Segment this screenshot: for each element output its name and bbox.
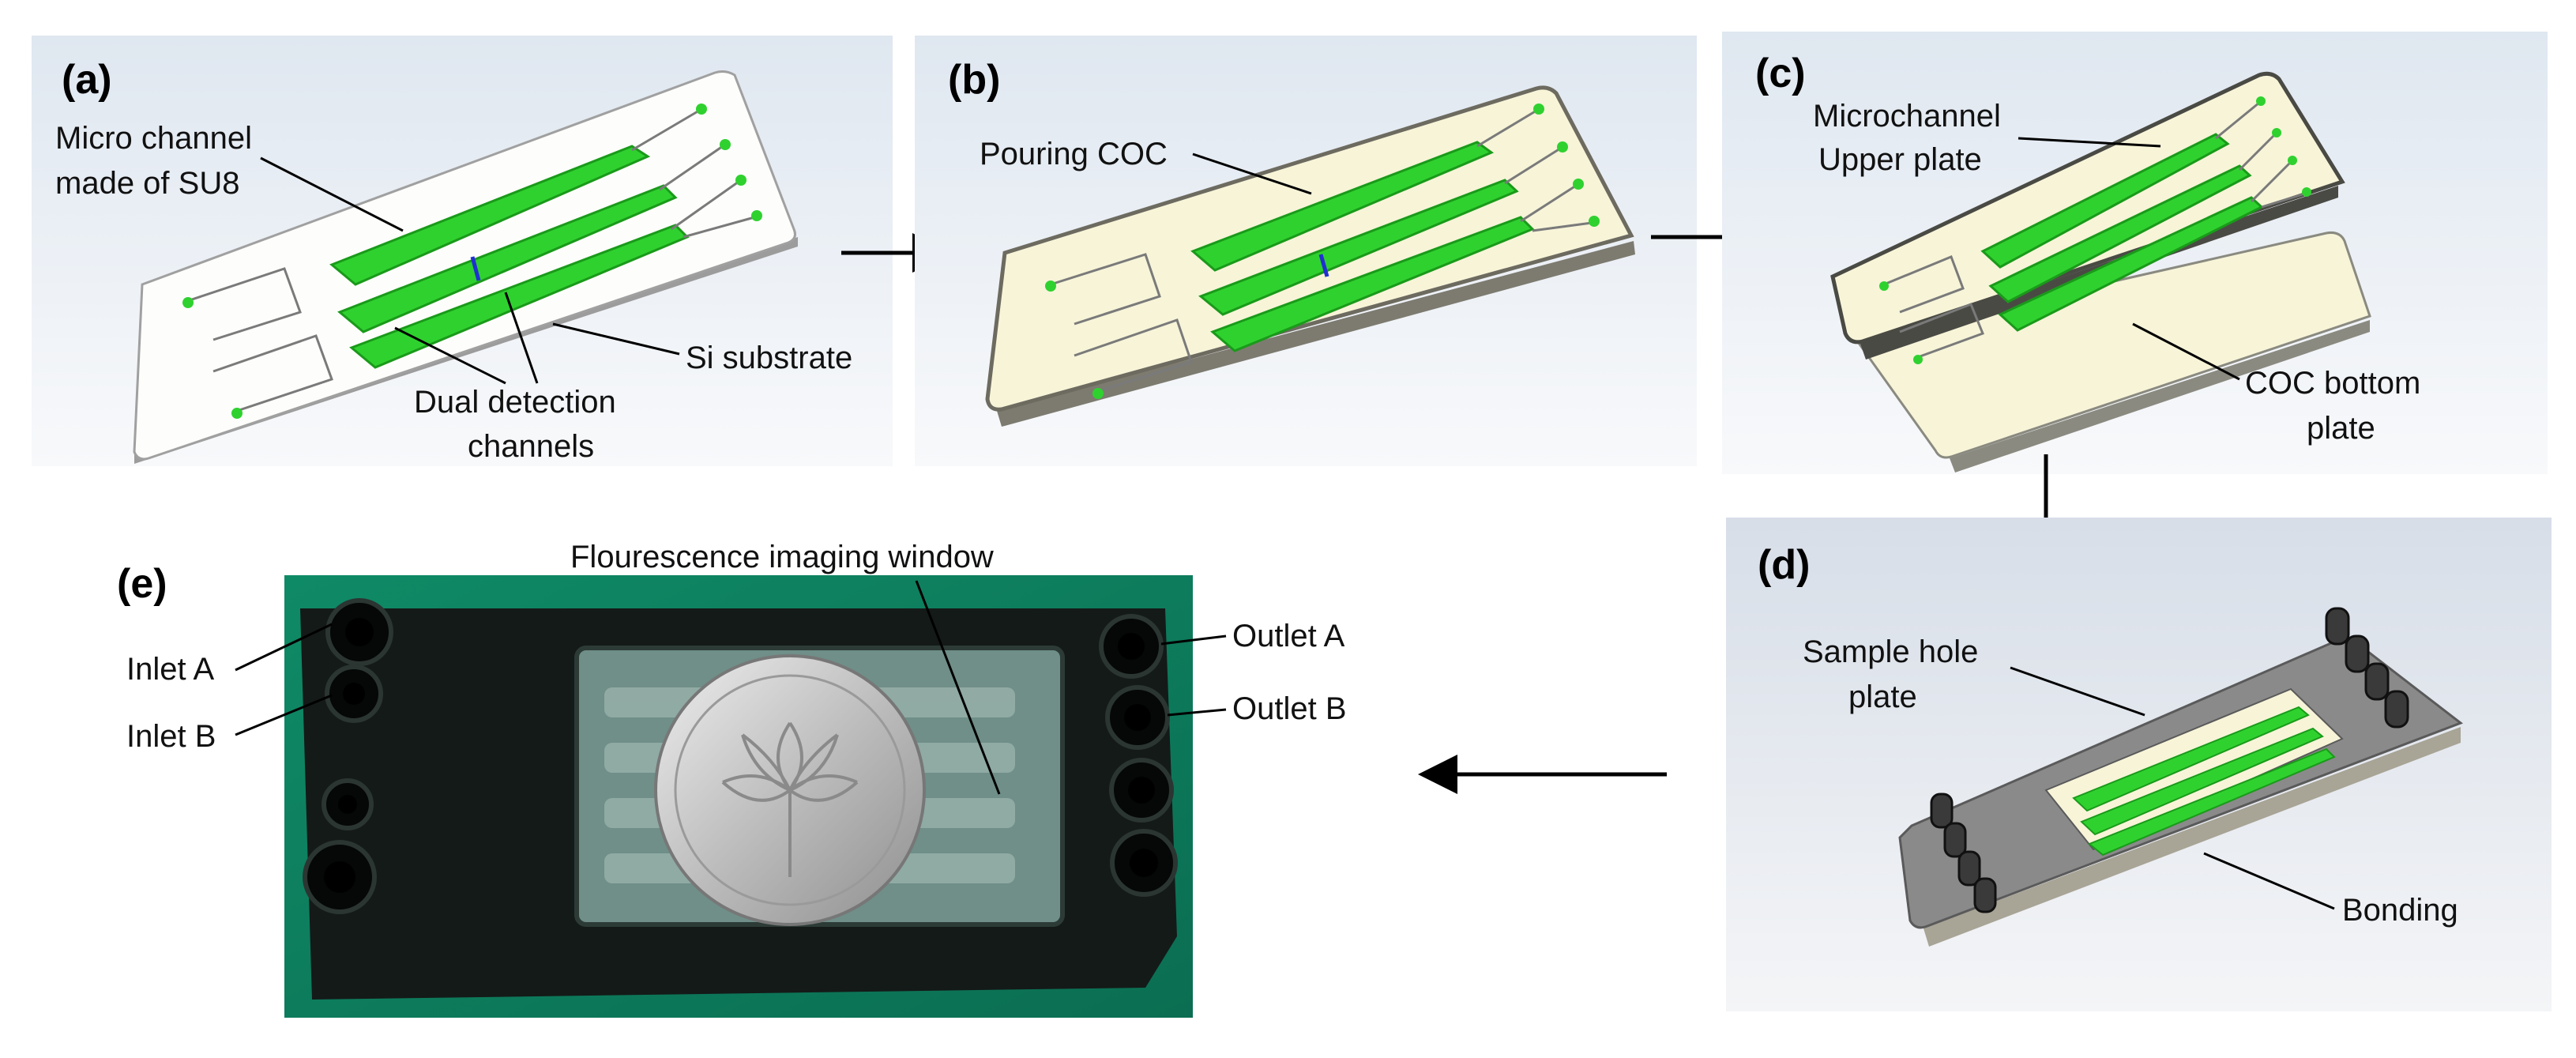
leader-inlet-a — [235, 623, 333, 672]
chrysanthemum-icon — [721, 721, 859, 877]
leader-si-substrate — [552, 322, 680, 356]
detection-channel-c2 — [1988, 164, 2252, 303]
leader-outlet-a — [1160, 634, 1227, 646]
leader-outlet-b — [1167, 708, 1227, 717]
blue-marker-b — [1318, 254, 1329, 277]
serpentine-channel-b1 — [1050, 253, 1161, 326]
label-made-of-su8-text: made of SU8 — [55, 166, 239, 201]
detection-channel-b1 — [1190, 141, 1495, 272]
panel-b: (b) Pouring COC — [915, 36, 1697, 466]
label-upper-plate: Upper plate — [1818, 142, 1982, 177]
serpentine-channel-b2 — [1074, 318, 1193, 393]
serpentine-channel-1 — [189, 267, 302, 341]
coc-mold-edge — [997, 241, 1635, 427]
leader-pouring-coc — [1192, 152, 1312, 195]
port-dot — [696, 104, 707, 115]
port-dot — [1913, 355, 1923, 364]
port-dot — [1092, 388, 1104, 399]
panel-b-tag: (b) — [948, 57, 1000, 103]
port-dot — [1573, 179, 1584, 190]
bonded-chip-edge — [1924, 727, 2461, 947]
label-bonding: Bonding — [2342, 893, 2458, 928]
port-dot — [751, 210, 762, 221]
port-dot — [1557, 141, 1568, 152]
leader-micro-channel — [260, 156, 404, 232]
inlet-ports-d — [1930, 793, 1997, 913]
panel-a: (a) Micro channel made of SU8 Si substra… — [32, 36, 893, 466]
detection-channel-c1 — [1980, 133, 2230, 269]
port-dot — [720, 139, 731, 150]
label-channels: channels — [468, 429, 594, 464]
label-inlet-a: Inlet A — [126, 652, 215, 687]
panel-e: (e) Flourescence imaging window Inlet A … — [117, 540, 1347, 1018]
label-coc-plate: plate — [2307, 411, 2375, 446]
label-microchannel: Microchannel — [1813, 99, 2001, 134]
panel-c-tag: (c) — [1755, 51, 1806, 96]
leader-dual-detection-2 — [504, 292, 539, 384]
detection-channel-d2 — [2080, 727, 2324, 836]
outlet-lines-b — [1476, 109, 1593, 232]
coc-bottom-plate-edge — [1950, 320, 2370, 473]
port-dot — [1589, 216, 1600, 227]
label-outlet-b: Outlet B — [1232, 691, 1347, 726]
leader-bonding — [2203, 852, 2335, 910]
outlet-ports-d — [2325, 607, 2409, 729]
port-dot — [2272, 128, 2281, 137]
blue-marker — [470, 256, 481, 281]
label-pouring-coc: Pouring COC — [980, 137, 1168, 171]
port-dot — [1045, 281, 1056, 292]
detection-channel-b3 — [1210, 216, 1535, 352]
leader-microchannel — [2018, 137, 2161, 148]
label-outlet-a: Outlet A — [1232, 619, 1345, 653]
detection-channel-d1 — [2072, 706, 2310, 812]
coin-inner-ring — [674, 674, 906, 906]
panel-c: (c) Microchannel Upper plate COC bottom … — [1722, 32, 2548, 474]
label-fluorescence-window: Flourescence imaging window — [570, 540, 994, 574]
outlet-lines-c — [2215, 101, 2306, 209]
panel-d: (d) Sample hole plate Bonding — [1726, 518, 2552, 1011]
port-dot — [2302, 187, 2311, 197]
panel-a-tag: (a) — [62, 57, 112, 103]
leader-dual-detection-1 — [394, 326, 506, 385]
detection-channel-d3 — [2088, 747, 2336, 857]
serpentine-channel-c1 — [1883, 255, 1965, 314]
port-dot — [1533, 104, 1544, 115]
serpentine-channel-2 — [212, 334, 333, 412]
label-sample-hole: Sample hole — [1803, 634, 1978, 669]
outlet-port-holes — [1118, 633, 1158, 877]
port-dot — [182, 297, 194, 308]
label-inlet-b: Inlet B — [126, 719, 216, 754]
leader-inlet-b — [235, 694, 333, 736]
leader-coc-bottom — [2132, 322, 2240, 381]
detection-channel-b2 — [1198, 179, 1519, 316]
label-micro-channel: Micro channel — [55, 121, 252, 156]
leader-sample-hole — [2010, 666, 2145, 717]
outlet-lines — [631, 109, 755, 239]
serpentine-channel-c2 — [1899, 303, 1984, 359]
coc-bottom-plate — [1854, 232, 2371, 459]
leader-fluorescence-window — [915, 580, 1001, 795]
port-dot — [1879, 281, 1889, 291]
label-sample-plate: plate — [1848, 680, 1917, 714]
label-dual-detection: Dual detection — [414, 385, 616, 420]
inlet-port-holes — [324, 618, 374, 893]
port-dot — [2288, 156, 2297, 165]
label-si-substrate: Si substrate — [686, 341, 852, 375]
port-dot — [735, 175, 746, 186]
panel-e-tag: (e) — [117, 561, 167, 607]
label-coc-bottom: COC bottom — [2245, 366, 2420, 401]
port-dot — [231, 408, 243, 419]
detection-channel-2 — [337, 184, 678, 333]
port-dot — [2256, 96, 2266, 106]
panel-d-tag: (d) — [1758, 542, 1810, 588]
detection-channel-1 — [329, 145, 651, 286]
